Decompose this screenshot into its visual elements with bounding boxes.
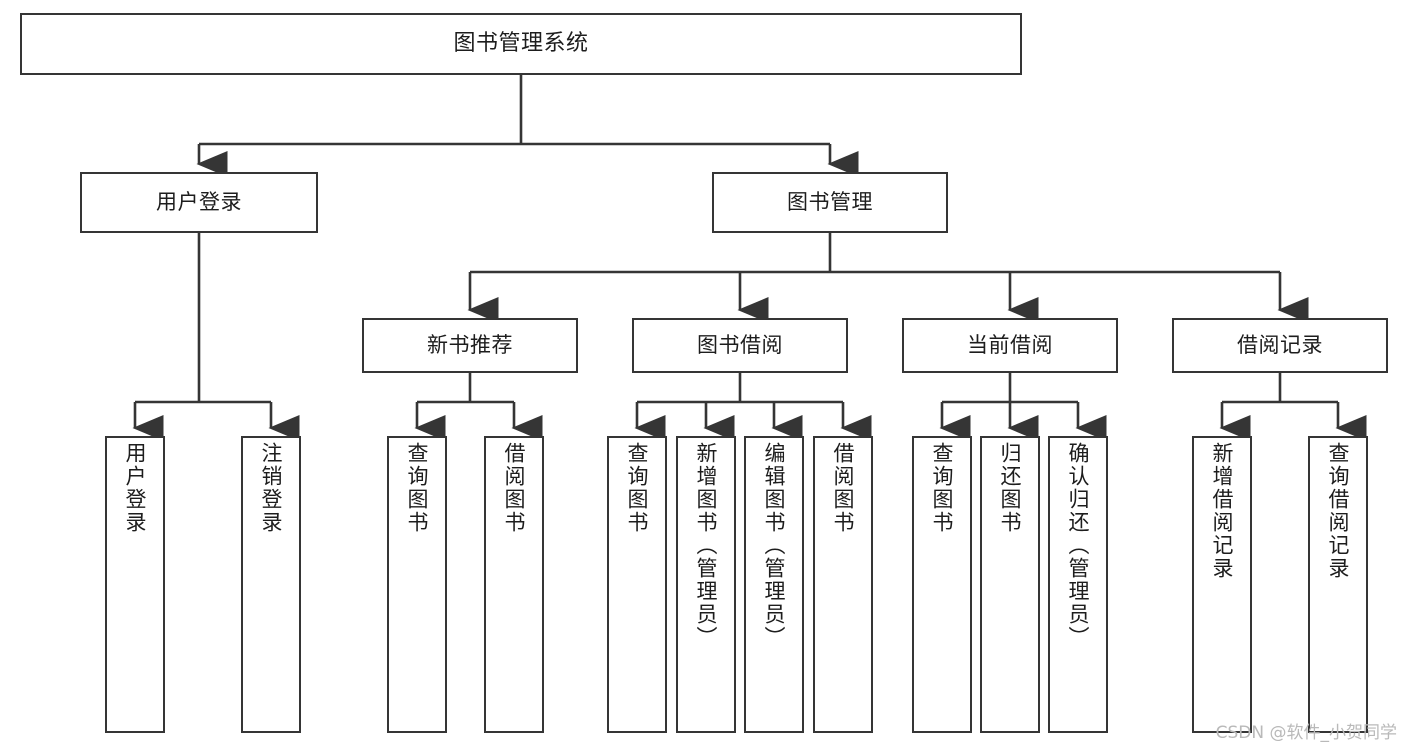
leaf-book-borrow-3[interactable]: 编辑图书（管理员） bbox=[744, 436, 804, 733]
node-book-management[interactable]: 图书管理 bbox=[712, 172, 948, 233]
leaf-borrow-record-1-label: 新增借阅记录 bbox=[1210, 442, 1235, 580]
leaf-current-borrow-3[interactable]: 确认归还（管理员） bbox=[1048, 436, 1108, 733]
node-new-book-recommend-label: 新书推荐 bbox=[427, 332, 513, 357]
leaf-book-borrow-2-label: 新增图书（管理员） bbox=[694, 442, 719, 649]
node-book-borrow-label: 图书借阅 bbox=[697, 332, 783, 357]
watermark: CSDN @软件_小贺同学 bbox=[1215, 723, 1397, 743]
node-book-management-label: 图书管理 bbox=[787, 189, 873, 214]
leaf-book-borrow-1-label: 查询图书 bbox=[625, 442, 650, 534]
node-root-label: 图书管理系统 bbox=[453, 31, 589, 57]
leaf-new-book-1[interactable]: 查询图书 bbox=[387, 436, 447, 733]
leaf-borrow-record-1[interactable]: 新增借阅记录 bbox=[1192, 436, 1252, 733]
leaf-new-book-2-label: 借阅图书 bbox=[502, 442, 527, 534]
leaf-user-login-2[interactable]: 注销登录 bbox=[241, 436, 301, 733]
leaf-current-borrow-2-label: 归还图书 bbox=[998, 442, 1023, 534]
leaf-book-borrow-4[interactable]: 借阅图书 bbox=[813, 436, 873, 733]
leaf-borrow-record-2[interactable]: 查询借阅记录 bbox=[1308, 436, 1368, 733]
node-borrow-record-label: 借阅记录 bbox=[1237, 332, 1323, 357]
node-current-borrow[interactable]: 当前借阅 bbox=[902, 318, 1118, 373]
leaf-user-login-2-label: 注销登录 bbox=[259, 442, 284, 534]
node-borrow-record[interactable]: 借阅记录 bbox=[1172, 318, 1388, 373]
leaf-new-book-1-label: 查询图书 bbox=[405, 442, 430, 534]
leaf-current-borrow-2[interactable]: 归还图书 bbox=[980, 436, 1040, 733]
node-user-login-label: 用户登录 bbox=[156, 189, 242, 214]
leaf-book-borrow-3-label: 编辑图书（管理员） bbox=[762, 442, 787, 649]
leaf-borrow-record-2-label: 查询借阅记录 bbox=[1326, 442, 1351, 580]
leaf-current-borrow-3-label: 确认归还（管理员） bbox=[1066, 442, 1091, 649]
node-root[interactable]: 图书管理系统 bbox=[20, 13, 1022, 75]
node-book-borrow[interactable]: 图书借阅 bbox=[632, 318, 848, 373]
leaf-book-borrow-2[interactable]: 新增图书（管理员） bbox=[676, 436, 736, 733]
leaf-book-borrow-4-label: 借阅图书 bbox=[831, 442, 856, 534]
leaf-current-borrow-1[interactable]: 查询图书 bbox=[912, 436, 972, 733]
node-new-book-recommend[interactable]: 新书推荐 bbox=[362, 318, 578, 373]
leaf-current-borrow-1-label: 查询图书 bbox=[930, 442, 955, 534]
leaf-new-book-2[interactable]: 借阅图书 bbox=[484, 436, 544, 733]
node-user-login[interactable]: 用户登录 bbox=[80, 172, 318, 233]
node-current-borrow-label: 当前借阅 bbox=[967, 332, 1053, 357]
leaf-user-login-1[interactable]: 用户登录 bbox=[105, 436, 165, 733]
leaf-user-login-1-label: 用户登录 bbox=[123, 442, 148, 534]
leaf-book-borrow-1[interactable]: 查询图书 bbox=[607, 436, 667, 733]
